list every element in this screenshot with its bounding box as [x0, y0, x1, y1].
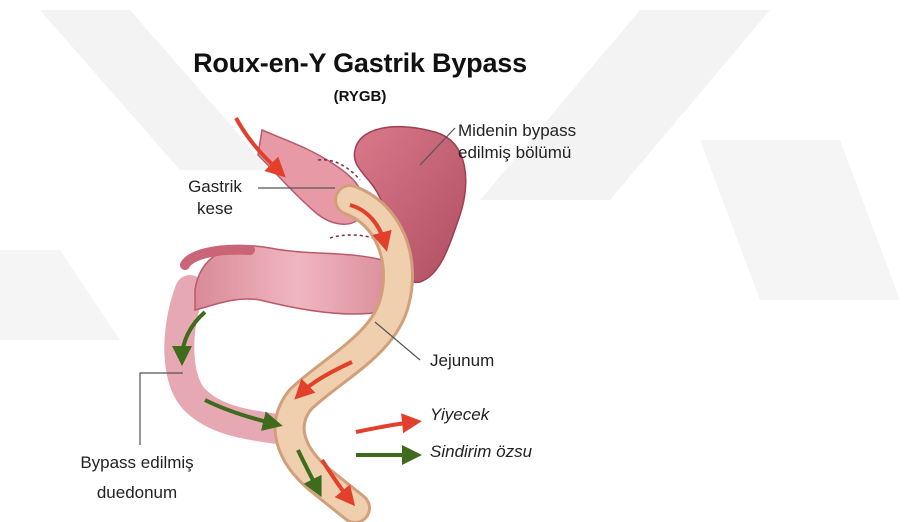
label-bypassed-stomach-line2: edilmiş bölümü	[458, 142, 576, 164]
diagram-title: Roux-en-Y Gastrik Bypass	[160, 48, 560, 79]
label-bypassed-duodenum-line2: duedonum	[62, 478, 212, 508]
label-bypassed-stomach-line1: Midenin bypass	[458, 120, 576, 142]
label-bypassed-duodenum: Bypass edilmiş duedonum	[62, 448, 212, 508]
label-bypassed-duodenum-line1: Bypass edilmiş	[62, 448, 212, 478]
legend-food-arrow	[356, 422, 414, 432]
legend-juice-label: Sindirim özsu	[430, 442, 532, 462]
remnant-stomach-body	[195, 246, 399, 314]
label-bypassed-stomach: Midenin bypass edilmiş bölümü	[458, 120, 576, 164]
label-gastric-pouch: Gastrik kese	[175, 176, 255, 220]
label-gastric-pouch-line1: Gastrik	[175, 176, 255, 198]
label-jejunum: Jejunum	[430, 350, 494, 372]
legend-food-label: Yiyecek	[430, 405, 489, 425]
diagram-subtitle: (RYGB)	[160, 88, 560, 105]
label-gastric-pouch-line2: kese	[175, 198, 255, 220]
duodenum-limb	[179, 290, 285, 430]
